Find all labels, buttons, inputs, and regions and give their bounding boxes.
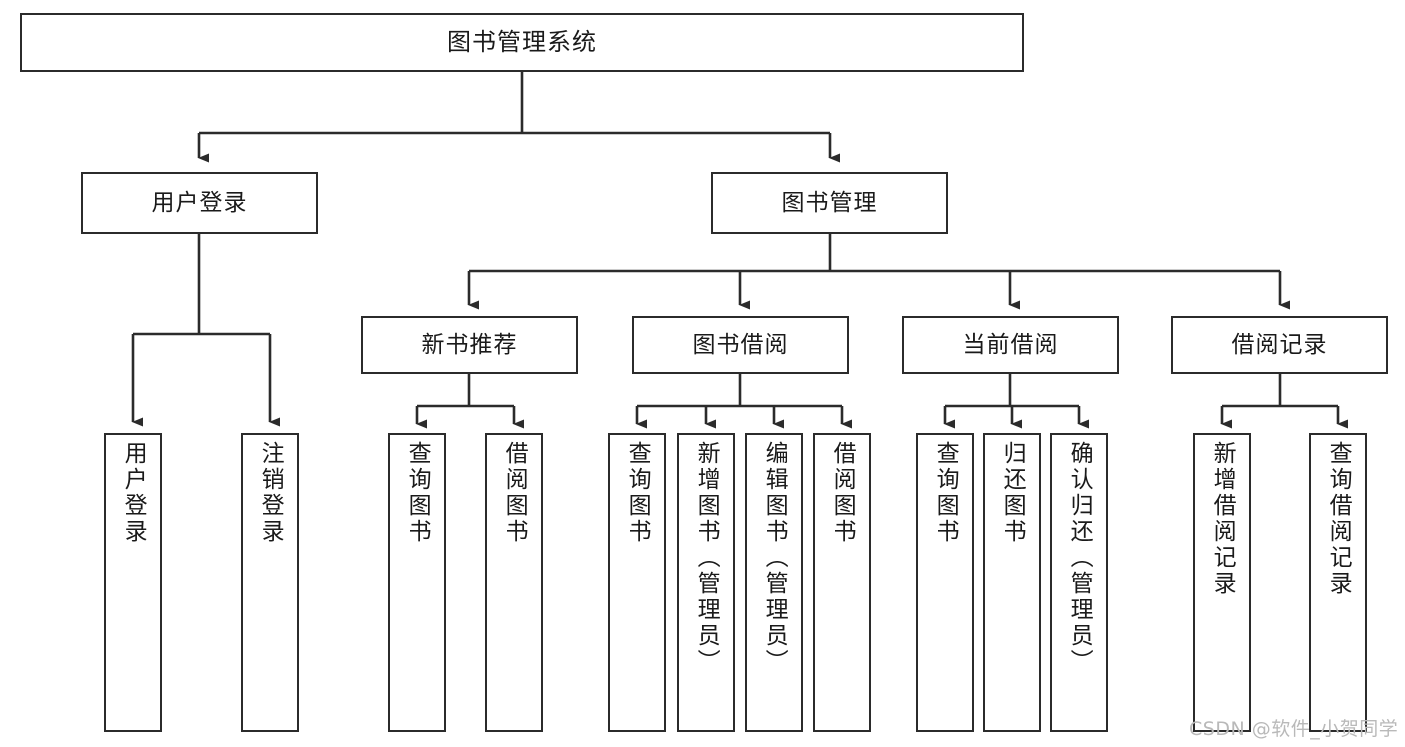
leaf-user-login[interactable]: 用户登录 [104, 433, 162, 732]
node-label: 图书管理系统 [447, 27, 597, 56]
node-label: 用户登录 [151, 189, 248, 216]
leaf-return-book[interactable]: 归还图书 [983, 433, 1041, 732]
node-book-borrow[interactable]: 图书借阅 [632, 316, 849, 374]
node-label: 查询图书 [932, 441, 959, 545]
node-label: 查询借阅记录 [1325, 441, 1352, 597]
node-label: 归还图书 [999, 441, 1026, 545]
node-label: 确认归还（管理员） [1066, 441, 1093, 675]
leaf-query-book-new-recommend[interactable]: 查询图书 [388, 433, 446, 732]
node-label: 编辑图书（管理员） [761, 441, 788, 675]
node-label: 新增图书（管理员） [693, 441, 720, 675]
node-book-management[interactable]: 图书管理 [711, 172, 948, 234]
leaf-query-book-borrow[interactable]: 查询图书 [608, 433, 666, 732]
node-label: 借阅记录 [1231, 331, 1328, 358]
node-label: 当前借阅 [962, 331, 1059, 358]
node-current-borrow[interactable]: 当前借阅 [902, 316, 1119, 374]
node-label: 借阅图书 [829, 441, 856, 545]
node-root-system[interactable]: 图书管理系统 [20, 13, 1024, 72]
leaf-query-book-current[interactable]: 查询图书 [916, 433, 974, 732]
node-label: 查询图书 [404, 441, 431, 545]
csdn-watermark: CSDN @软件_小贺同学 [1189, 718, 1399, 740]
node-borrow-record[interactable]: 借阅记录 [1171, 316, 1388, 374]
node-label: 用户登录 [120, 441, 147, 545]
node-user-login[interactable]: 用户登录 [81, 172, 318, 234]
node-label: 注销登录 [257, 441, 284, 545]
leaf-edit-book[interactable]: 编辑图书（管理员） [745, 433, 803, 732]
leaf-borrow-book-new-recommend[interactable]: 借阅图书 [485, 433, 543, 732]
leaf-query-borrow-record[interactable]: 查询借阅记录 [1309, 433, 1367, 732]
leaf-logout-login[interactable]: 注销登录 [241, 433, 299, 732]
leaf-add-borrow-record[interactable]: 新增借阅记录 [1193, 433, 1251, 732]
leaf-add-book[interactable]: 新增图书（管理员） [677, 433, 735, 732]
node-label: 查询图书 [624, 441, 651, 545]
node-label: 新增借阅记录 [1209, 441, 1236, 597]
leaf-borrow-book-borrow[interactable]: 借阅图书 [813, 433, 871, 732]
node-label: 图书管理 [781, 189, 878, 216]
leaf-confirm-return[interactable]: 确认归还（管理员） [1050, 433, 1108, 732]
node-new-book-recommend[interactable]: 新书推荐 [361, 316, 578, 374]
node-label: 借阅图书 [501, 441, 528, 545]
node-label: 新书推荐 [421, 331, 518, 358]
node-label: 图书借阅 [692, 331, 789, 358]
